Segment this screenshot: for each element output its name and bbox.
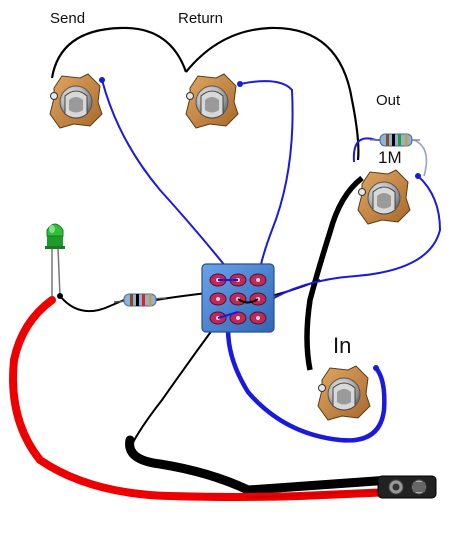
wire-blue-return-switch xyxy=(239,80,294,279)
led xyxy=(45,223,65,297)
wire-blue-resistor-out-2 xyxy=(413,139,428,177)
return-jack-lug xyxy=(237,81,243,87)
in-jack xyxy=(317,365,371,421)
label-in: In xyxy=(333,333,352,358)
out-jack-lug xyxy=(415,173,421,179)
wire-black-switch-ground xyxy=(129,321,219,449)
wire-red-thin-battery xyxy=(245,489,393,499)
return-jack xyxy=(185,73,239,129)
wire-black-led-switch xyxy=(59,295,125,313)
send-jack xyxy=(49,73,103,129)
wire-black-thick-out-in xyxy=(304,175,364,371)
label-out: Out xyxy=(376,92,401,109)
out-jack xyxy=(357,169,411,225)
wire-black-thick-ground xyxy=(125,435,395,495)
label-send: Send xyxy=(50,10,86,27)
wire-blue-thick-in xyxy=(225,311,387,443)
wire-blue-send-switch xyxy=(101,79,231,273)
label-resistor-value: 1M xyxy=(378,148,402,167)
in-jack-lug xyxy=(373,365,379,371)
wire-black-return-out xyxy=(185,26,360,161)
footswitch xyxy=(201,263,275,333)
resistor-led xyxy=(113,293,167,307)
wire-red-battery xyxy=(9,296,396,501)
led-lead-junction xyxy=(57,293,63,299)
label-return: Return xyxy=(178,10,224,27)
wire-blue-out-switch xyxy=(263,175,442,305)
resistor-1m xyxy=(370,133,420,147)
wire-black-send-return xyxy=(50,26,188,79)
send-jack-lug xyxy=(99,77,105,83)
battery-snap xyxy=(377,475,437,499)
